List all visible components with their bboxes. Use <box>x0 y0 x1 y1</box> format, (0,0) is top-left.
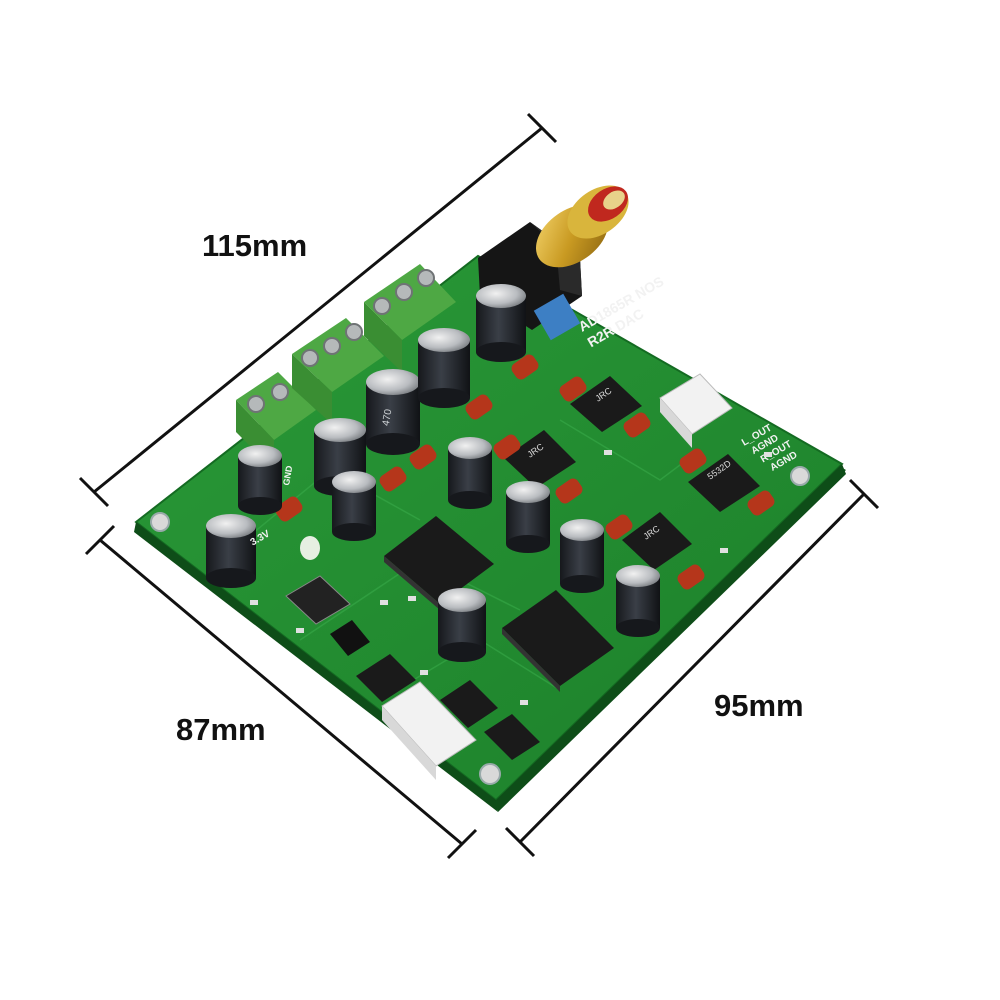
electrolytic-capacitor <box>238 445 282 515</box>
film-capacitor <box>493 434 521 460</box>
output-connector <box>659 373 733 448</box>
dimension-line-right <box>504 478 880 858</box>
film-capacitor <box>511 354 539 380</box>
electrolytic-capacitor <box>206 514 256 588</box>
dimension-label-right: 95mm <box>714 688 804 723</box>
gnd-label: GND <box>281 464 294 486</box>
electrolytic-capacitor <box>448 437 492 509</box>
dac-chip <box>384 516 494 610</box>
terminal-block <box>364 264 456 372</box>
film-capacitor <box>555 478 583 504</box>
opamp-chip: JRC <box>622 512 692 570</box>
board-title: AD1865R NOS R2R DAC <box>576 273 667 350</box>
dac-chip <box>502 590 614 692</box>
film-capacitor <box>623 412 651 438</box>
dimension-label-left: 87mm <box>176 712 266 747</box>
opamp-chip: JRC <box>504 430 576 488</box>
film-capacitor <box>275 496 303 522</box>
capacitor-marking: 470 <box>381 408 395 427</box>
film-capacitor <box>605 514 633 540</box>
mounting-hole <box>150 512 170 532</box>
film-capacitor <box>559 376 587 402</box>
blue-film-capacitor <box>533 293 581 341</box>
film-capacitor <box>409 444 437 470</box>
electrolytic-capacitor <box>418 328 470 408</box>
electrolytic-capacitor <box>476 284 526 362</box>
dimension-line-left <box>84 524 478 860</box>
electrolytic-capacitor <box>506 481 550 553</box>
terminal-block <box>292 318 384 424</box>
electrolytic-capacitor <box>332 471 376 541</box>
electrolytic-capacitor <box>616 565 660 637</box>
electrolytic-capacitor: 470 <box>366 369 420 455</box>
film-capacitor <box>379 466 407 492</box>
film-capacitor <box>747 490 775 516</box>
film-capacitor <box>677 564 705 590</box>
smd-components <box>250 450 772 705</box>
film-capacitor <box>679 448 707 474</box>
opamp-chip: JRC <box>570 376 642 432</box>
film-capacitors <box>275 354 775 590</box>
dimension-line-top <box>78 112 558 508</box>
receiver-chip <box>285 575 351 625</box>
led <box>300 536 320 560</box>
opamp-chips: JRC JRC 5532D JRC <box>504 376 760 570</box>
mounting-hole <box>479 763 501 785</box>
jumper-header <box>330 620 370 656</box>
logic-chip <box>356 654 540 760</box>
input-connector <box>381 681 477 780</box>
film-capacitor <box>465 394 493 420</box>
electrolytic-capacitor <box>438 588 486 662</box>
electrolytic-capacitor <box>560 519 604 593</box>
dimension-label-top: 115mm <box>202 228 308 263</box>
electrolytic-capacitors: 470 <box>206 284 660 662</box>
mounting-hole <box>790 466 810 486</box>
